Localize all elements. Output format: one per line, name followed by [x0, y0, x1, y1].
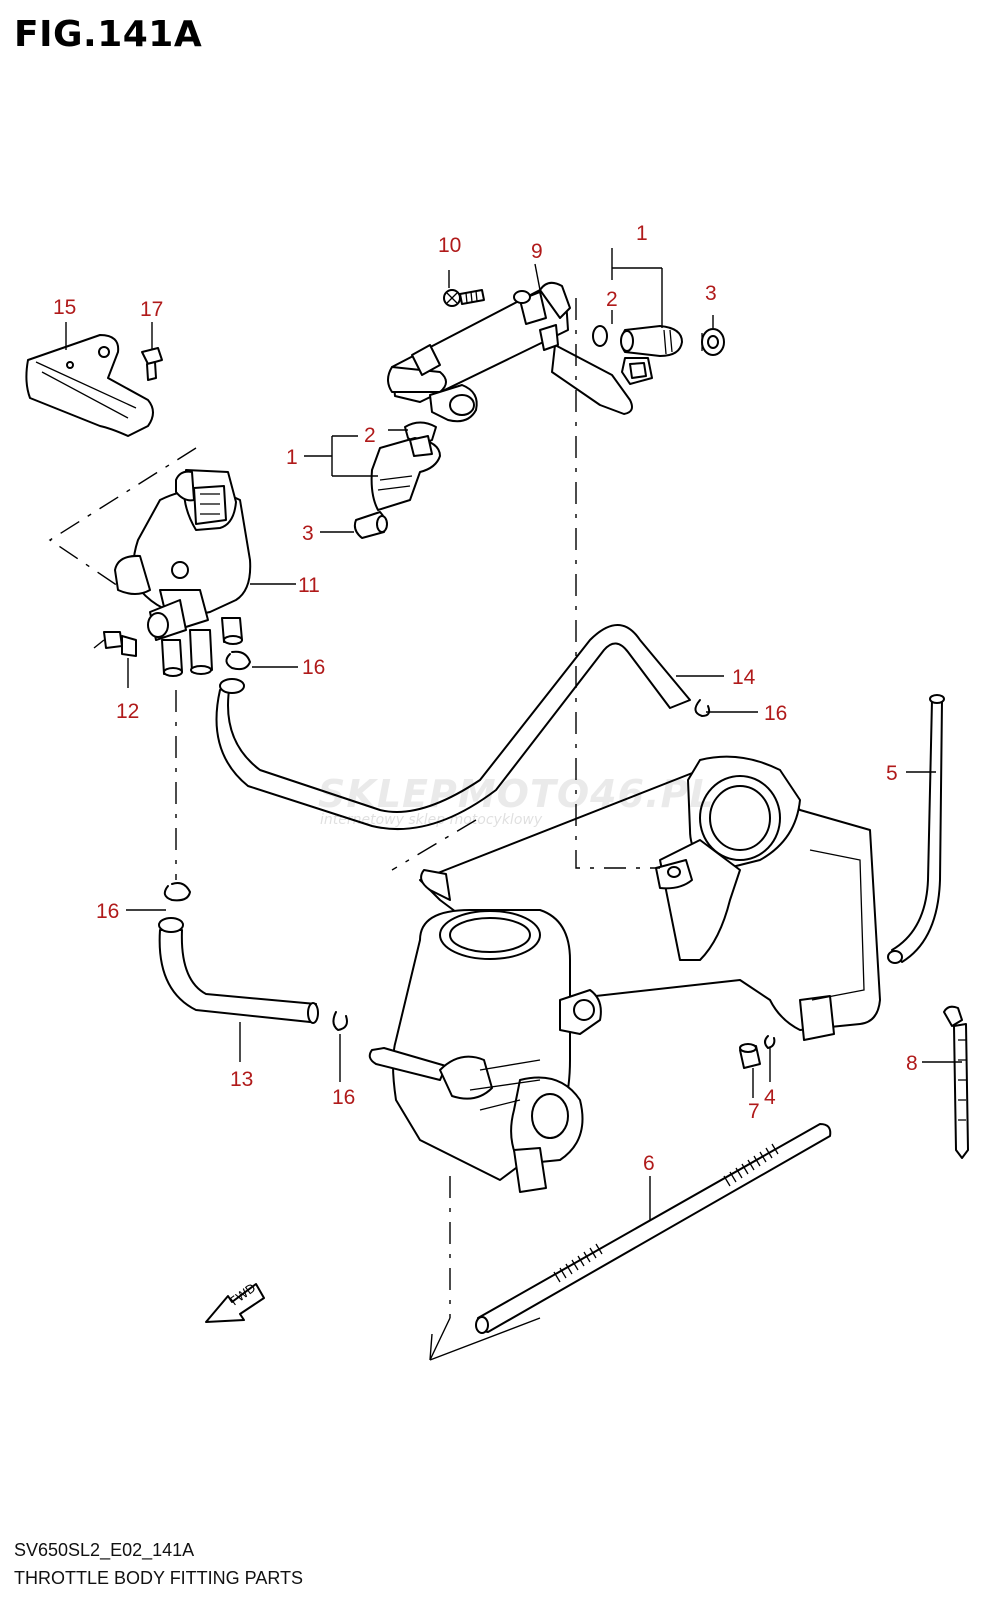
callouts: 1 2 3 9 10 15 17 1 2 3 11 16 12 14 16 5 …: [53, 222, 918, 1175]
shaft-6: [475, 1123, 832, 1334]
callout-16-a: 16: [302, 656, 325, 679]
cap-7: [739, 1043, 761, 1069]
callout-9: 9: [531, 240, 543, 263]
clamp-16-c: [163, 882, 191, 902]
hose-14: [215, 624, 691, 830]
callout-15: 15: [53, 296, 76, 319]
injector-top: [620, 325, 683, 385]
bolt-12: [103, 631, 137, 657]
callout-7: 7: [748, 1100, 760, 1123]
callout-10: 10: [438, 234, 461, 257]
watermark-tagline: internetowy sklep motocyklowy: [320, 812, 543, 828]
clip-4: [764, 1035, 776, 1049]
callout-4: 4: [764, 1086, 776, 1109]
cable-tie-8: [943, 1005, 969, 1159]
valve-11: [114, 469, 252, 677]
seal-top: [701, 328, 725, 356]
callout-16-c: 16: [96, 900, 119, 923]
figure-description: THROTTLE BODY FITTING PARTS: [14, 1568, 304, 1588]
fuel-rail: [387, 281, 633, 423]
callout-12: 12: [116, 700, 139, 723]
callout-16-b: 16: [764, 702, 787, 725]
injector-mid: [353, 421, 441, 539]
callout-6: 6: [643, 1152, 655, 1175]
callout-1-top: 1: [636, 222, 648, 245]
callout-14: 14: [732, 666, 756, 689]
callout-2-mid: 2: [364, 424, 376, 447]
callout-5: 5: [886, 762, 898, 785]
callout-11: 11: [298, 574, 320, 597]
hose-5: [887, 694, 945, 964]
figure-title: FIG.141A: [14, 14, 203, 55]
hose-13: [158, 917, 319, 1024]
callout-16-d: 16: [332, 1086, 355, 1109]
callout-3-top: 3: [705, 282, 717, 305]
clamp-16-b: [694, 699, 711, 717]
clamp-16-a: [225, 650, 251, 671]
callout-2-top: 2: [606, 288, 618, 311]
bolt-10: [443, 289, 485, 307]
bracket-15: [25, 334, 154, 437]
fwd-arrow: FWD: [205, 1281, 265, 1323]
callout-13: 13: [230, 1068, 253, 1091]
leader-lines: [48, 248, 962, 1361]
callout-3-mid: 3: [302, 522, 314, 545]
bolt-17: [141, 347, 163, 381]
callout-17: 17: [140, 298, 163, 321]
callout-8: 8: [906, 1052, 918, 1075]
watermark-brand: SKLEPMOTO46.PL: [318, 772, 715, 816]
o-ring-top: [592, 325, 608, 347]
throttle-body: [368, 755, 881, 1193]
callout-1-mid: 1: [286, 446, 298, 469]
clamp-16-d: [332, 1011, 348, 1031]
figure-code: SV650SL2_E02_141A: [14, 1540, 195, 1560]
